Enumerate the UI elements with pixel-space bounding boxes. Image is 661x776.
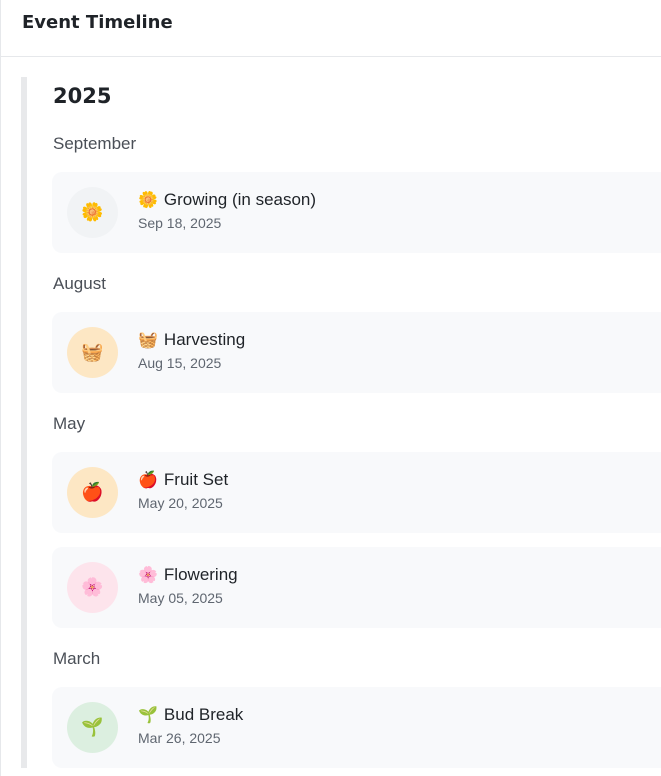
- timeline-rail: [21, 77, 27, 768]
- event-card[interactable]: 🌸 🌸 Flowering May 05, 2025: [52, 547, 661, 628]
- apple-icon: 🍎: [138, 472, 158, 489]
- seedling-icon: 🌱: [138, 707, 158, 724]
- event-title: 🧺 Harvesting: [138, 330, 245, 350]
- event-date: Aug 15, 2025: [138, 355, 222, 371]
- month-heading: May: [53, 414, 86, 433]
- page-title: Event Timeline: [22, 11, 173, 33]
- month-heading: September: [53, 134, 137, 153]
- event-card[interactable]: 🧺 🧺 Harvesting Aug 15, 2025: [52, 312, 661, 393]
- timeline: 2025 September 🌼 🌼 Growing (in season) Se…: [21, 77, 661, 776]
- event-card[interactable]: 🌼 🌼 Growing (in season) Sep 18, 2025: [52, 172, 661, 253]
- year-heading: 2025: [53, 84, 112, 108]
- month-heading: March: [53, 649, 101, 668]
- flower-icon: 🌸: [67, 562, 118, 613]
- event-title: 🌼 Growing (in season): [138, 190, 316, 210]
- event-card[interactable]: 🍎 🍎 Fruit Set May 20, 2025: [52, 452, 661, 533]
- basket-icon: 🧺: [67, 327, 118, 378]
- header: Event Timeline: [1, 0, 661, 57]
- event-date: Sep 18, 2025: [138, 215, 222, 231]
- event-date: Mar 26, 2025: [138, 730, 221, 746]
- event-title-text: Fruit Set: [163, 470, 229, 489]
- apple-icon: 🍎: [67, 467, 118, 518]
- flower-icon: 🌸: [138, 567, 158, 584]
- basket-icon: 🧺: [138, 332, 158, 349]
- event-title: 🌸 Flowering: [138, 565, 238, 585]
- event-title-text: Flowering: [163, 565, 238, 584]
- event-title: 🍎 Fruit Set: [138, 470, 228, 490]
- growing-icon: 🌼: [138, 192, 158, 209]
- event-date: May 05, 2025: [138, 590, 223, 606]
- event-card[interactable]: 🌱 🌱 Bud Break Mar 26, 2025: [52, 687, 661, 768]
- event-title-text: Bud Break: [163, 705, 244, 724]
- event-title-text: Growing (in season): [163, 190, 317, 209]
- event-title: 🌱 Bud Break: [138, 705, 243, 725]
- month-heading: August: [53, 274, 106, 293]
- event-title-text: Harvesting: [163, 330, 246, 349]
- growing-icon: 🌼: [67, 187, 118, 238]
- seedling-icon: 🌱: [67, 702, 118, 753]
- event-date: May 20, 2025: [138, 495, 223, 511]
